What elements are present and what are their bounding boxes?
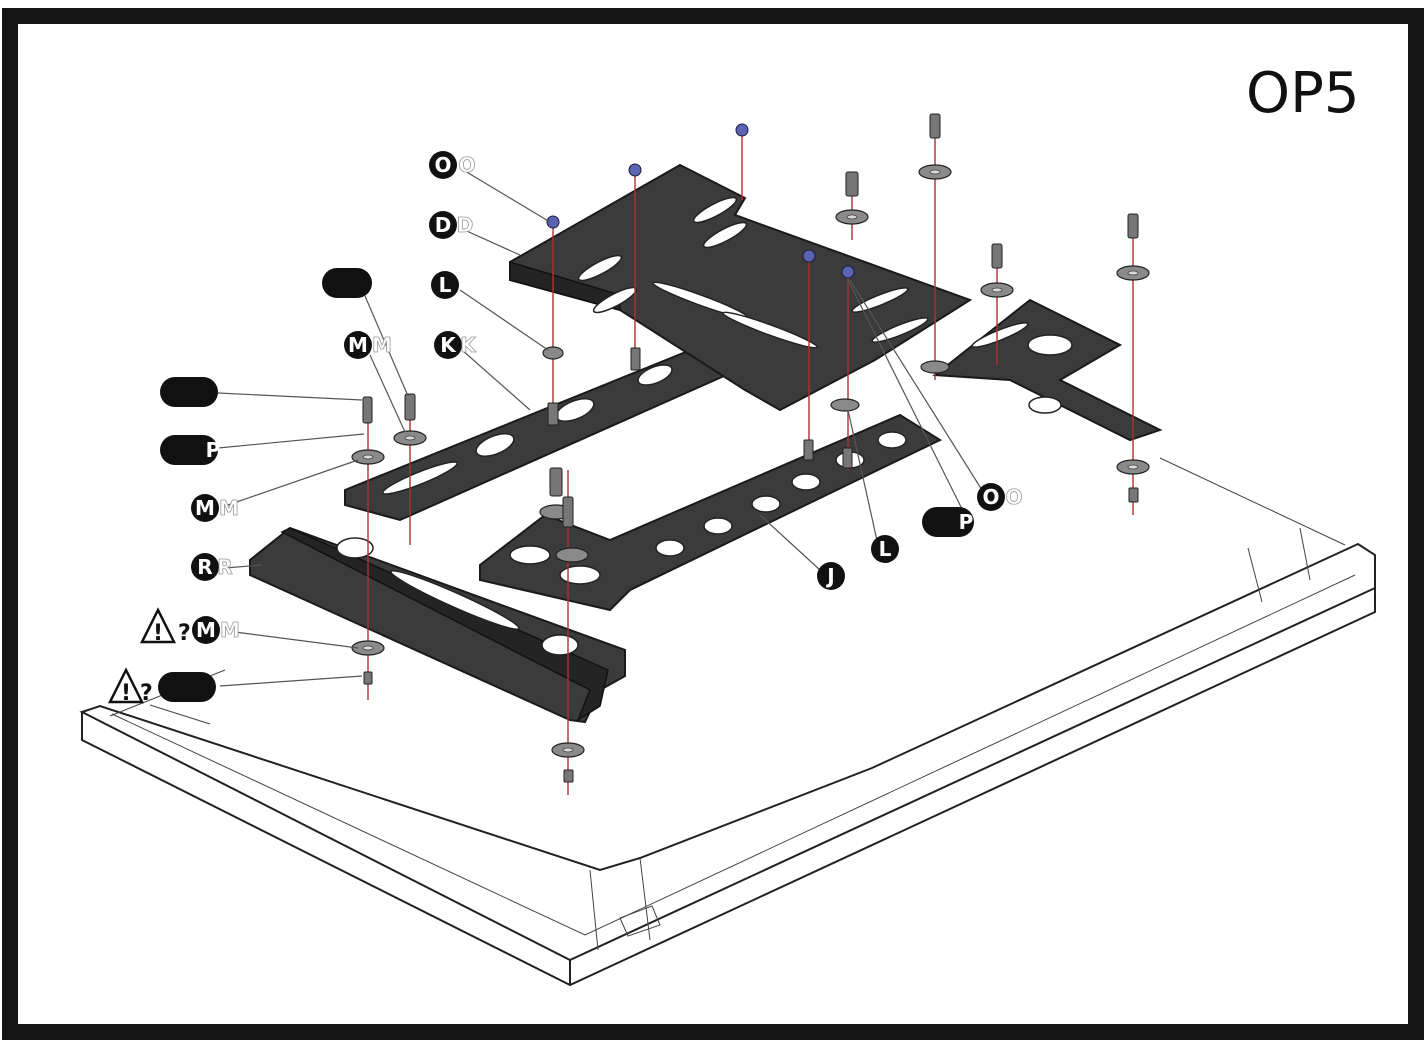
pill-bottom [158,672,216,702]
callout-letter: K [440,333,457,357]
callout-m-3: M M [192,616,240,644]
callout-letter: L [439,273,452,297]
pill-letter: P [206,438,221,462]
callout-j: J [817,562,845,590]
callout-letter: J [825,564,834,588]
pill-letter: P [959,510,974,534]
warning-symbol: ? [140,681,153,706]
callout-ghost: K [460,333,477,357]
leader-lines [217,167,983,687]
callout-ghost: O [1005,485,1022,509]
callout-k: K K [434,331,478,359]
callout-o-right: O O [977,483,1023,511]
callout-l-right: L [871,535,899,563]
callout-letter: M [195,496,215,520]
callout-r: R R [191,553,233,581]
bracket-r [249,526,626,724]
warning-exclaim: ! [121,681,131,706]
pill-top [322,268,372,298]
pill-left-2: P [160,435,220,465]
blue-nuts [546,123,855,279]
warning-icon [107,667,145,704]
warn-2: ! ? [107,667,153,706]
callout-d: D D [429,211,474,239]
warning-exclaim: ! [153,621,163,646]
callout-letter: O [982,485,999,509]
callout-ghost: D [457,213,474,237]
bracket-right [932,298,1163,442]
warn-1: ! ? [139,607,191,646]
callout-ghost: M [219,496,239,520]
pill-right: P [922,507,974,537]
callout-letter: L [879,537,892,561]
callout-o-top: O O [429,151,476,179]
callout-m-1: M M [344,331,392,359]
arm-j [479,413,943,612]
callout-ghost: M [220,618,240,642]
callout-l-top: L [431,271,459,299]
warning-symbol: ? [178,621,191,646]
callout-m-2: M M [191,494,239,522]
step-title: OP5 [1246,61,1359,126]
callout-ghost: R [217,555,232,579]
callout-ghost: M [372,333,392,357]
callout-letter: M [196,618,216,642]
callout-letter: R [197,555,212,579]
warning-icon [139,607,177,644]
washers [351,164,1150,758]
bolts [362,113,1139,783]
callout-letter: D [435,213,452,237]
tv-outline [79,457,1376,987]
pill-left-1 [160,377,218,407]
callout-letter: M [348,333,368,357]
callout-ghost: O [458,153,475,177]
plate-d [509,163,973,412]
callout-letter: O [434,153,451,177]
